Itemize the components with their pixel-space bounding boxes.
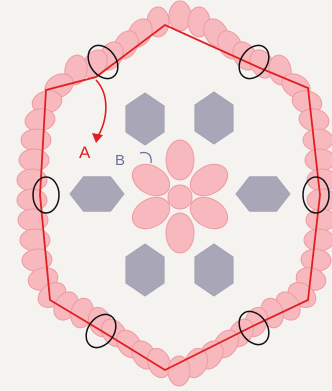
flower-center [167, 184, 193, 210]
highlighted-bead [32, 176, 60, 214]
outer-bead [18, 148, 50, 172]
flower-petal [189, 163, 229, 197]
highlighted-bead [238, 310, 270, 346]
highlighted-bead [87, 44, 119, 80]
flower-petal [189, 196, 229, 230]
arrow-a [92, 79, 107, 143]
hexagon-bead [69, 176, 125, 212]
hexagon-bead [194, 243, 234, 297]
highlighted-bead [302, 176, 330, 214]
outer-bead [20, 128, 52, 152]
flower-petal [131, 196, 171, 230]
outer-bead [303, 228, 332, 252]
label-a: A [79, 143, 91, 162]
flower-petal [131, 163, 171, 197]
outer-bead [304, 148, 332, 172]
thread-path [39, 23, 321, 372]
hexagon-bead-group [69, 91, 291, 297]
outer-bead [16, 188, 48, 212]
highlighted-bead [85, 313, 117, 349]
highlighted-bead [238, 44, 270, 80]
flower-petal [165, 139, 195, 181]
hexagon-bead [235, 176, 291, 212]
center-flower [131, 139, 229, 254]
flower-petal [165, 212, 195, 254]
hexagon-bead [194, 91, 234, 145]
hexagon-bead [125, 92, 165, 146]
arrow-a-head [92, 133, 103, 143]
arrow-a-curve [95, 79, 107, 139]
outer-bead [168, 0, 192, 32]
arrow-b-curve [139, 151, 152, 164]
outer-bead [167, 355, 191, 387]
outer-bead [16, 168, 48, 192]
hexagon-bead [125, 243, 165, 297]
highlighted-beads [32, 44, 330, 349]
label-b: B [115, 152, 125, 169]
outer-bead [302, 128, 332, 152]
